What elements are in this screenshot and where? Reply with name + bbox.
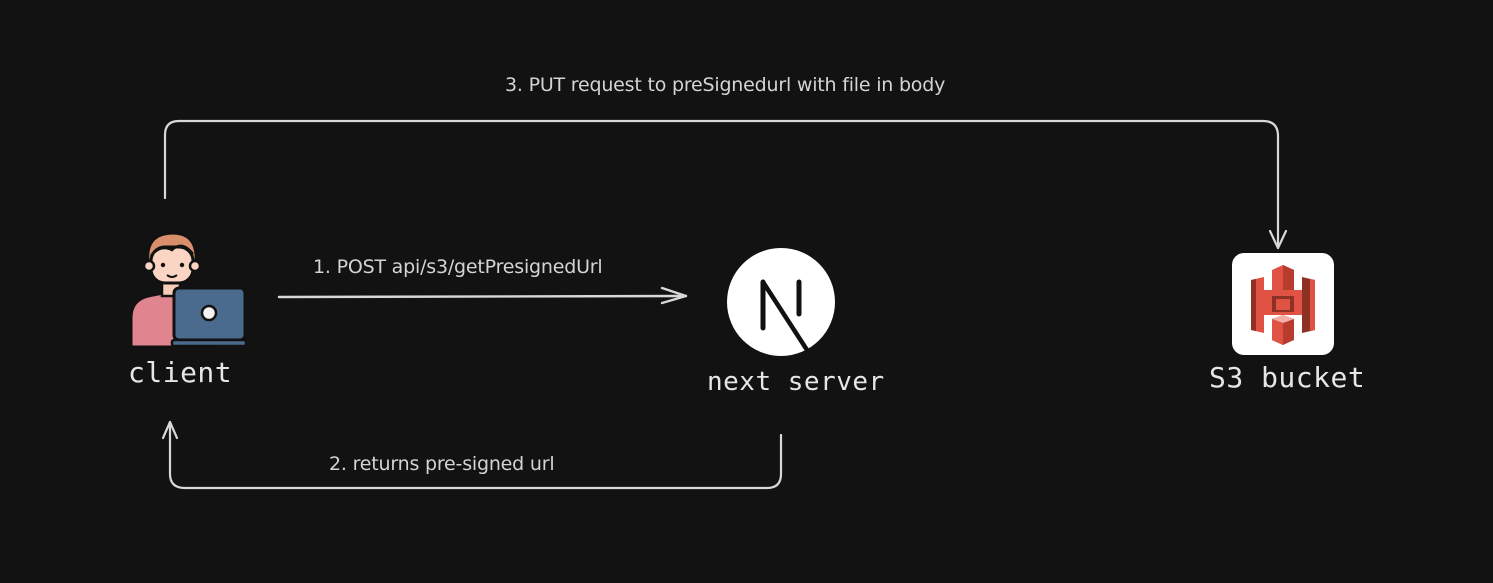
node-label-client: client [128, 356, 233, 389]
edge-label-step3: 3. PUT request to preSignedurl with file… [505, 74, 946, 96]
edge-step2-arrow [161, 420, 783, 490]
edge-step3-arrow [163, 119, 1288, 250]
edge-label-step1: 1. POST api/s3/getPresignedUrl [313, 256, 603, 278]
edge-label-step2: 2. returns pre-signed url [329, 453, 555, 475]
nextjs-logo-icon [727, 248, 835, 356]
edge-step1-arrow [277, 286, 688, 305]
aws-s3-icon [1232, 253, 1334, 355]
node-label-s3-bucket: S3 bucket [1209, 361, 1366, 394]
node-label-next-server: next server [707, 367, 885, 397]
user-with-laptop-icon [129, 231, 248, 349]
